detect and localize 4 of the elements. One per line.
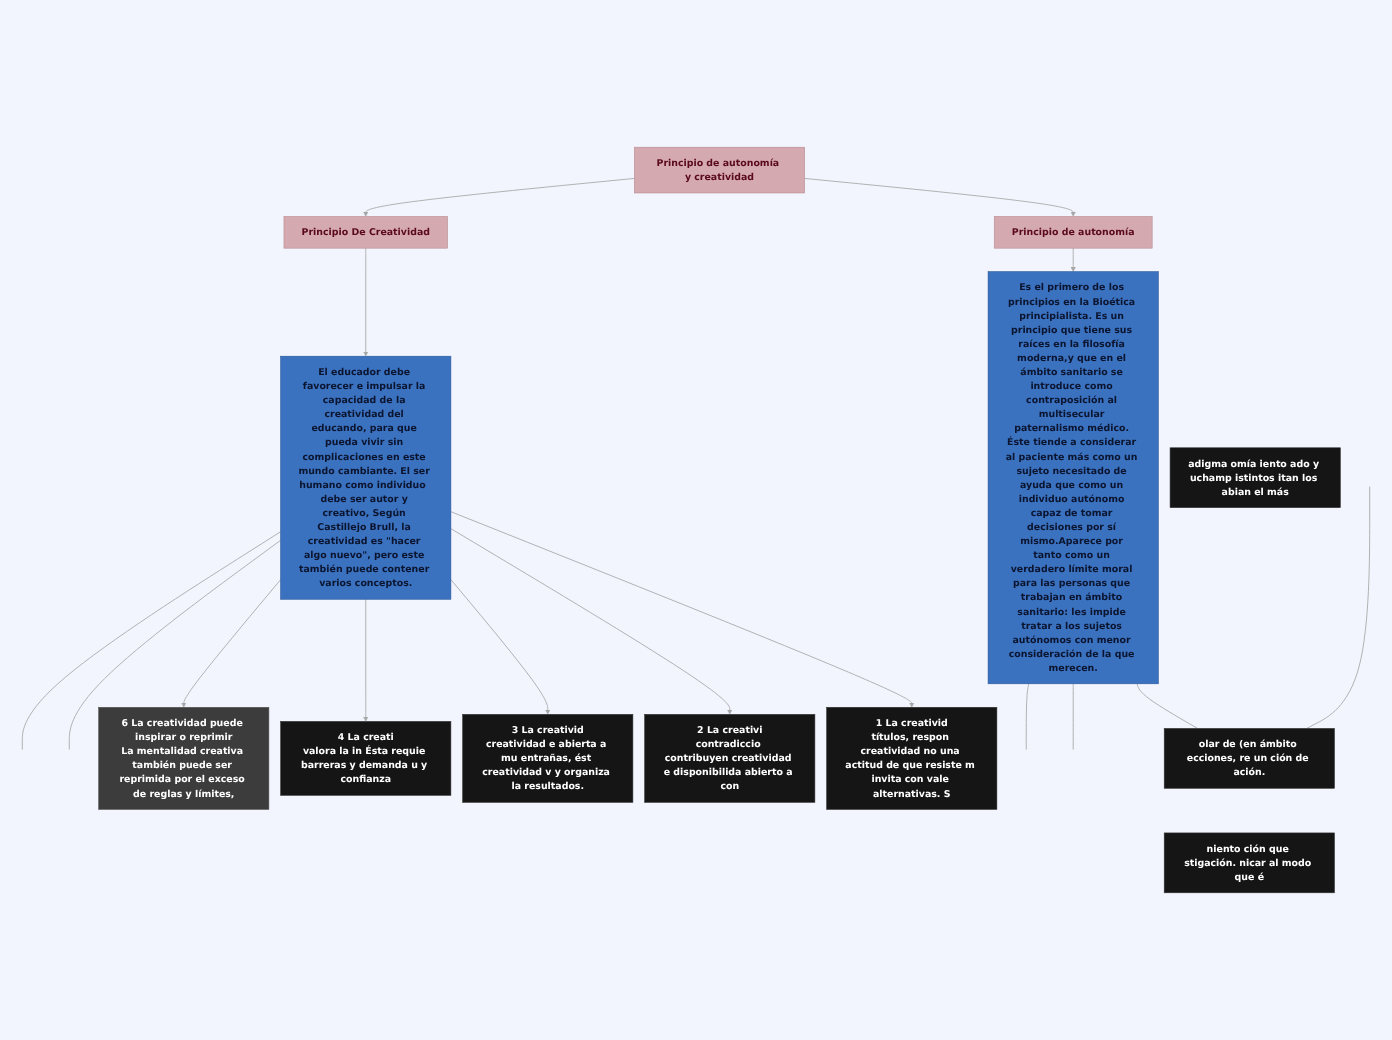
connector <box>1306 486 1371 729</box>
connector <box>1136 683 1198 729</box>
connector <box>1025 683 1030 750</box>
connector <box>1072 683 1074 750</box>
